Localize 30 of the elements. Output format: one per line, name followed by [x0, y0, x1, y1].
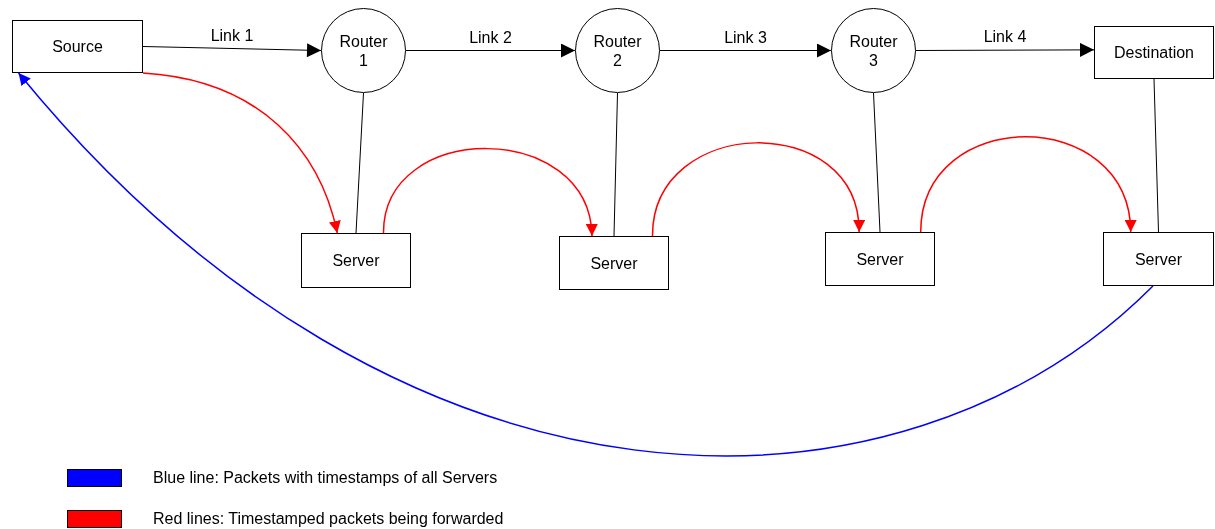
node-label: Router 3 — [848, 31, 899, 70]
arrow — [17, 72, 1154, 457]
arrow — [915, 42, 1095, 57]
node-label: Server — [590, 253, 638, 273]
process-box — [301, 233, 411, 288]
arrow — [405, 43, 576, 58]
connector-line — [613, 92, 618, 237]
node-label: Router 1 — [338, 31, 389, 70]
node-label: Server — [1134, 249, 1183, 269]
connector-line — [1153, 78, 1159, 233]
process-box — [12, 20, 143, 73]
arrow — [651, 142, 864, 237]
node-label: Server — [332, 251, 380, 270]
connector-line — [873, 92, 881, 233]
arrow — [382, 147, 596, 237]
process-box — [559, 236, 669, 290]
arrow — [142, 43, 322, 58]
legend-label: Red lines: Timestamped packets being forwarded — [153, 510, 504, 528]
node-label: Router 2 — [592, 31, 643, 70]
legend-label: Blue line: Packets with timestamps of all Servers — [153, 469, 498, 487]
node-label: Server — [856, 249, 904, 269]
process-box — [1103, 232, 1214, 286]
connector-line — [355, 92, 364, 234]
node-label: Source — [52, 37, 103, 56]
arrow — [659, 43, 832, 58]
node-label: Destination — [1113, 43, 1194, 62]
process-box — [825, 232, 935, 286]
arrow — [142, 72, 341, 234]
process-box — [1094, 26, 1214, 79]
arrow — [919, 136, 1135, 233]
